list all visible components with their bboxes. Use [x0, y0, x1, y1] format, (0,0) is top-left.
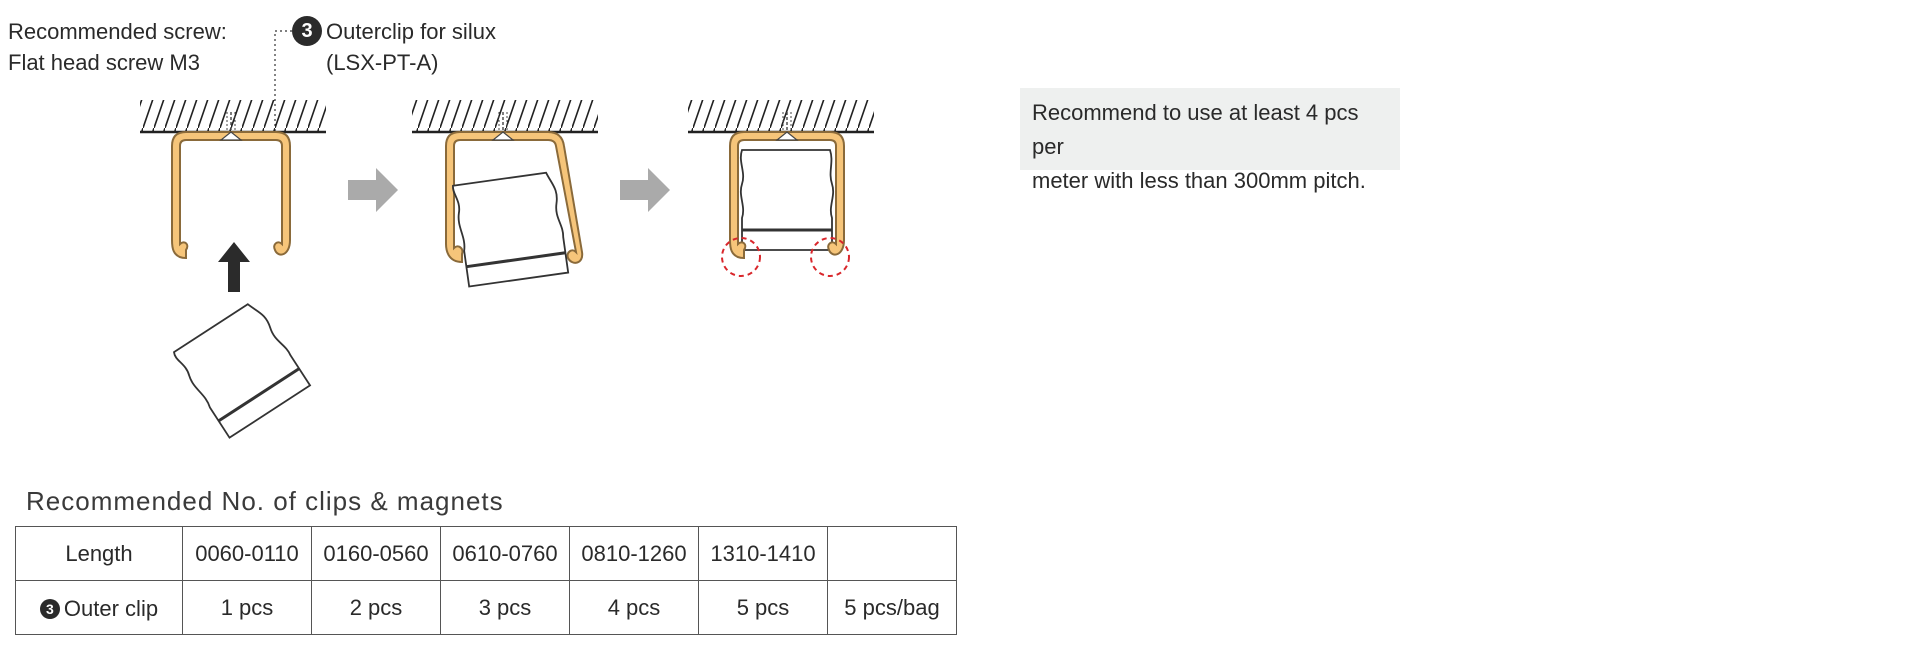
screw-note: Recommended screw: Flat head screw M3	[8, 16, 227, 78]
note-line1: Recommend to use at least 4 pcs per	[1032, 100, 1359, 159]
recommendation-note: Recommend to use at least 4 pcs per mete…	[1020, 88, 1400, 193]
profile-block	[452, 171, 570, 288]
screw-note-line2: Flat head screw M3	[8, 50, 200, 75]
outer-clip-shape	[445, 131, 584, 264]
header-label-cell: Length	[15, 526, 183, 581]
outer-clip-shape	[729, 131, 845, 260]
range-cell: 0610-0760	[440, 526, 570, 581]
value-cell: 3 pcs	[440, 580, 570, 635]
range-cell: 1310-1410	[698, 526, 828, 581]
range-cell: 0160-0560	[311, 526, 441, 581]
outer-clip-shape	[171, 131, 291, 260]
value-cell: 5 pcs/bag	[827, 580, 957, 635]
value-cell: 5 pcs	[698, 580, 828, 635]
installation-diagram	[140, 30, 874, 439]
range-cell-empty	[827, 526, 957, 581]
screw-icon	[775, 112, 799, 141]
callout-leader-line	[274, 30, 292, 132]
stage-3	[688, 100, 874, 277]
screw-note-line1: Recommended screw:	[8, 19, 227, 44]
red-circle-marker-left	[721, 237, 761, 277]
ceiling-hatch	[412, 100, 598, 132]
clip-callout-line1: Outerclip for silux	[326, 19, 496, 44]
value-cell: 4 pcs	[569, 580, 699, 635]
table-row: 3 Outer clip 1 pcs 2 pcs 3 pcs 4 pcs 5 p…	[15, 580, 957, 635]
gray-arrow-icon	[348, 168, 398, 212]
up-arrow-icon	[218, 242, 250, 292]
clips-table: Length 0060-0110 0160-0560 0610-0760 081…	[15, 526, 957, 635]
profile-block	[173, 303, 312, 439]
red-circle-marker-right	[810, 237, 850, 277]
clip-callout-line2: (LSX-PT-A)	[326, 50, 439, 75]
gray-arrow-icon	[620, 168, 670, 212]
number-badge-icon: 3	[292, 16, 322, 46]
clip-callout: 3 Outerclip for silux (LSX-PT-A)	[292, 16, 496, 78]
ceiling-hatch	[688, 100, 874, 132]
screw-icon	[491, 112, 515, 141]
number-badge-icon: 3	[39, 598, 60, 619]
table-title: Recommended No. of clips & magnets	[26, 486, 504, 516]
ceiling-hatch	[140, 100, 326, 132]
row-label-text: Outer clip	[63, 595, 159, 621]
note-line2: meter with less than 300mm pitch.	[1032, 168, 1366, 193]
range-cell: 0810-1260	[569, 526, 699, 581]
row-label-cell: 3 Outer clip	[15, 580, 183, 635]
range-cell: 0060-0110	[182, 526, 312, 581]
value-cell: 1 pcs	[182, 580, 312, 635]
value-cell: 2 pcs	[311, 580, 441, 635]
profile-block	[739, 149, 835, 251]
stage-2	[412, 100, 598, 288]
table-row: Length 0060-0110 0160-0560 0610-0760 081…	[15, 526, 957, 581]
stage-1	[140, 100, 326, 439]
screw-icon	[219, 112, 243, 141]
